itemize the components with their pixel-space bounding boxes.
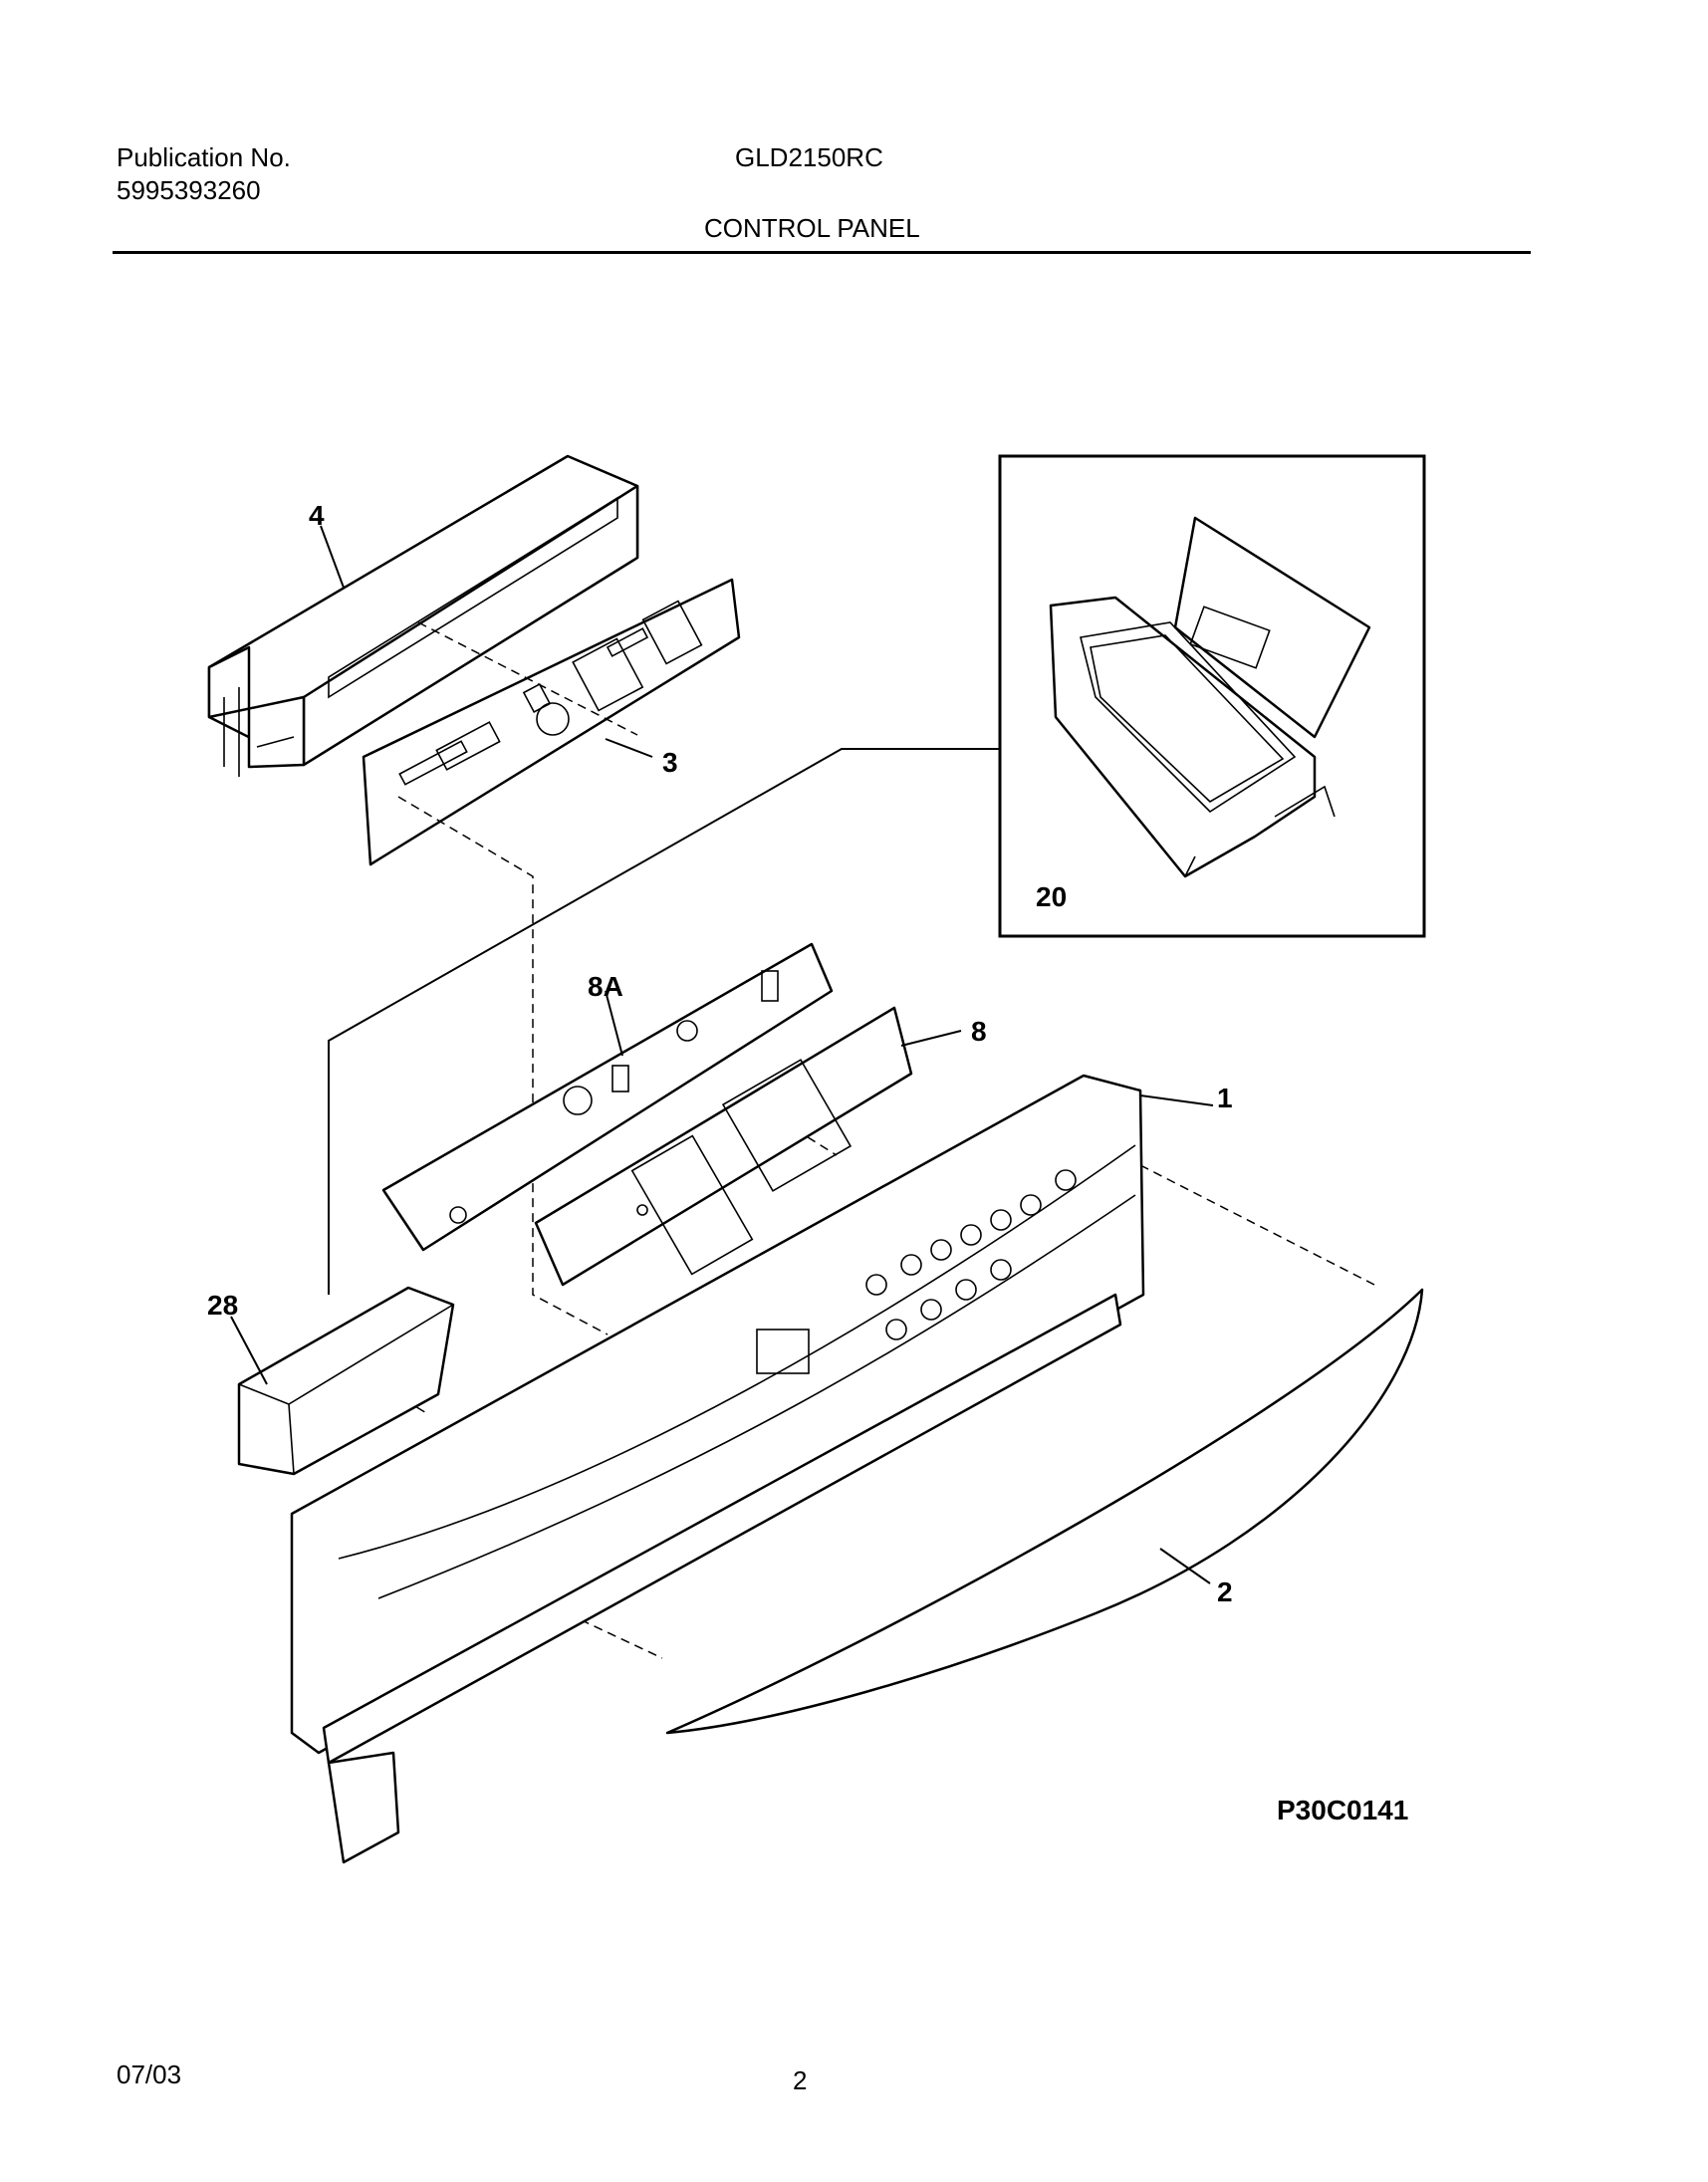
callout-8: 8 — [971, 1016, 987, 1047]
part-3-control-board — [362, 578, 741, 866]
alignment-line-3-panel — [397, 796, 609, 1335]
leader-8 — [900, 1030, 962, 1047]
callout-8a: 8A — [588, 971, 623, 1002]
footer-date: 07/03 — [117, 2060, 182, 2089]
alignment-line-2-top — [1139, 1164, 1375, 1286]
leader-3 — [605, 738, 653, 758]
inset-frame — [998, 454, 1426, 938]
leader-8a — [605, 990, 623, 1057]
drawing-code: P30C0141 — [1277, 1795, 1409, 1825]
part-4-housing — [207, 454, 639, 777]
section-title: CONTROL PANEL — [704, 213, 920, 243]
callout-28: 28 — [207, 1290, 238, 1321]
callout-2: 2 — [1217, 1576, 1233, 1607]
callout-3: 3 — [662, 747, 678, 778]
part-2-overlay — [665, 1288, 1424, 1735]
part-1-control-panel — [290, 1074, 1145, 1864]
alignment-line-4-3 — [417, 621, 638, 736]
publication-label: Publication No. — [117, 142, 291, 172]
leader-20 — [328, 748, 1000, 1295]
part-8-keypad-board — [534, 1006, 913, 1287]
publication-number: 5995393260 — [117, 175, 261, 205]
leader-4 — [320, 525, 345, 589]
alignment-line-28 — [377, 1383, 429, 1415]
header-divider — [113, 251, 1531, 254]
leader-2 — [1159, 1548, 1211, 1584]
part-20-dispenser — [1049, 516, 1371, 878]
callout-4: 4 — [309, 500, 325, 531]
callout-1: 1 — [1217, 1083, 1233, 1113]
leader-28 — [230, 1316, 268, 1385]
model-number: GLD2150RC — [735, 142, 883, 172]
page-number: 2 — [793, 2065, 808, 2095]
part-28-end-cap — [237, 1286, 455, 1476]
callout-20: 20 — [1036, 881, 1067, 912]
leader-1 — [1139, 1094, 1214, 1106]
part-8a-bracket — [381, 942, 834, 1252]
